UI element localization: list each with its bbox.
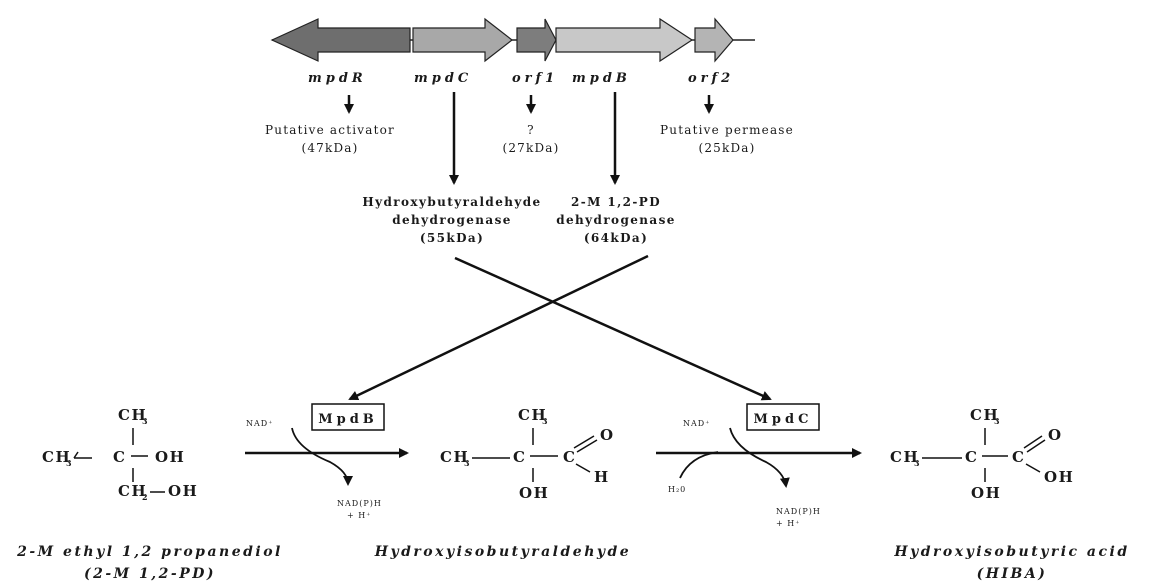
svg-text:OH: OH	[1044, 468, 1074, 486]
compound-2m12pd-structure: CH3 CH3 C OH CH2 OH	[42, 406, 198, 502]
reaction1-nad: NAD⁺	[246, 419, 273, 428]
gene-arrow-mpdC	[412, 17, 513, 63]
gene-arrow-orf1	[516, 18, 557, 62]
reaction1-cofactor-curve	[291, 427, 353, 486]
svg-text:3: 3	[66, 458, 72, 468]
product-mpdR-line2: (47kDa)	[301, 141, 358, 155]
mpdB-box	[311, 403, 385, 431]
compound1-name-line2: (2-M 1,2-PD)	[84, 566, 216, 582]
svg-text:3: 3	[142, 416, 148, 426]
compound2-name: Hydroxyisobutyraldehyde	[374, 544, 631, 560]
product-mpdR-line1: Putative activator	[265, 123, 395, 137]
compound-hiba-structure: CH3 CH3 C C O OH OH	[890, 406, 1074, 502]
reaction1-nadph-line1: NAD(P)H	[337, 499, 382, 508]
svg-text:CH: CH	[118, 406, 147, 424]
product-orf2-line2: (25kDa)	[698, 141, 755, 155]
enzyme-mpdB-line1: 2-M 1,2-PD	[571, 195, 661, 209]
gene-arrow-orf2	[694, 17, 734, 63]
gene-arrow-mpdB	[555, 17, 694, 63]
reaction2-nadph-line2: + H⁺	[776, 519, 800, 528]
svg-text:CH: CH	[440, 448, 469, 466]
mpdC-box-label: MpdC	[754, 412, 813, 427]
svg-text:OH: OH	[168, 482, 198, 500]
mpdB-box-label: MpdB	[318, 412, 378, 427]
product-orf2-line1: Putative permease	[660, 123, 794, 137]
svg-text:O: O	[1048, 426, 1063, 444]
reaction1-nadph-line2: + H⁺	[347, 511, 371, 520]
svg-text:C: C	[1012, 448, 1025, 466]
svg-text:C: C	[965, 448, 978, 466]
reaction2-water: H₂0	[668, 485, 686, 494]
svg-text:CH: CH	[518, 406, 547, 424]
reaction2-cofactor-curve	[729, 427, 790, 488]
svg-text:3: 3	[464, 458, 470, 468]
cross-arrow-to-mpdC	[454, 256, 772, 401]
svg-text:C: C	[113, 448, 126, 466]
mpdC-box	[746, 403, 820, 431]
compound3-name-line2: (HIBA)	[977, 566, 1048, 582]
enzyme-mpdB-line2: dehydrogenase	[556, 213, 676, 227]
svg-text:CH: CH	[970, 406, 999, 424]
gene-arrow-mpdR	[270, 18, 411, 62]
svg-text:H: H	[594, 468, 610, 486]
svg-text:2: 2	[142, 492, 148, 502]
product-orf1-line1: ?	[527, 123, 535, 137]
enzyme-mpdB-line3: (64kDa)	[584, 231, 648, 245]
svg-text:3: 3	[542, 416, 548, 426]
svg-text:3: 3	[914, 458, 920, 468]
svg-text:CH: CH	[118, 482, 147, 500]
compound1-name-line1: 2-M ethyl 1,2 propanediol	[16, 544, 283, 560]
reaction2-nadph-line1: NAD(P)H	[776, 507, 821, 516]
svg-text:C: C	[513, 448, 526, 466]
reaction2-nad: NAD⁺	[683, 419, 710, 428]
gene-label-mpdB: mpdB	[572, 71, 631, 86]
enzyme-mpdC-line3: (55kDa)	[420, 231, 484, 245]
svg-text:OH: OH	[971, 484, 1001, 502]
svg-text:OH: OH	[519, 484, 549, 502]
svg-text:OH: OH	[155, 448, 185, 466]
svg-text:CH: CH	[890, 448, 919, 466]
svg-text:CH: CH	[42, 448, 71, 466]
reaction2-water-curve	[679, 451, 719, 479]
enzyme-mpdC-line2: dehydrogenase	[392, 213, 512, 227]
svg-text:C: C	[563, 448, 576, 466]
gene-label-orf1: orf1	[512, 71, 558, 86]
compound3-name-line1: Hydroxyisobutyric acid	[893, 544, 1129, 560]
svg-text:3: 3	[994, 416, 1000, 426]
enzyme-mpdC-line1: Hydroxybutyraldehyde	[362, 195, 541, 209]
cross-arrow-to-mpdB	[348, 254, 649, 401]
gene-label-mpdR: mpdR	[308, 71, 367, 86]
compound-hiba-aldehyde-structure: CH3 CH3 C C O H OH	[440, 406, 615, 502]
product-orf1-line2: (27kDa)	[502, 141, 559, 155]
svg-text:O: O	[600, 426, 615, 444]
gene-label-mpdC: mpdC	[414, 71, 472, 86]
gene-label-orf2: orf2	[688, 71, 734, 86]
